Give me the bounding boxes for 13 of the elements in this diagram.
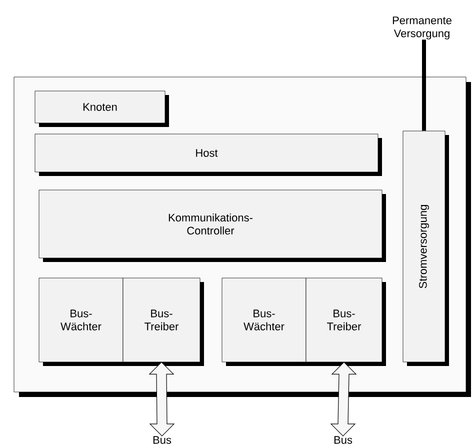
bus-label: Bus bbox=[153, 436, 172, 444]
double-arrow bbox=[330, 362, 357, 436]
bus-guardian-box: Bus- Wächter bbox=[38, 278, 127, 366]
bus-guardian-box: Bus- Wächter bbox=[222, 278, 310, 366]
supply-label: Permanente Versorgung bbox=[392, 16, 452, 40]
bus-driver-box: Bus- Treiber bbox=[306, 278, 386, 366]
bus-driver-box: Bus- Treiber bbox=[122, 278, 204, 366]
bus-label: Bus bbox=[334, 436, 352, 444]
power-line bbox=[422, 40, 426, 131]
controller-box: Kommunikations- Controller bbox=[38, 190, 386, 262]
power-supply-bar: Stromversorgung bbox=[402, 130, 449, 366]
host-box: Host bbox=[34, 134, 382, 176]
title-box: Knoten bbox=[34, 90, 169, 127]
